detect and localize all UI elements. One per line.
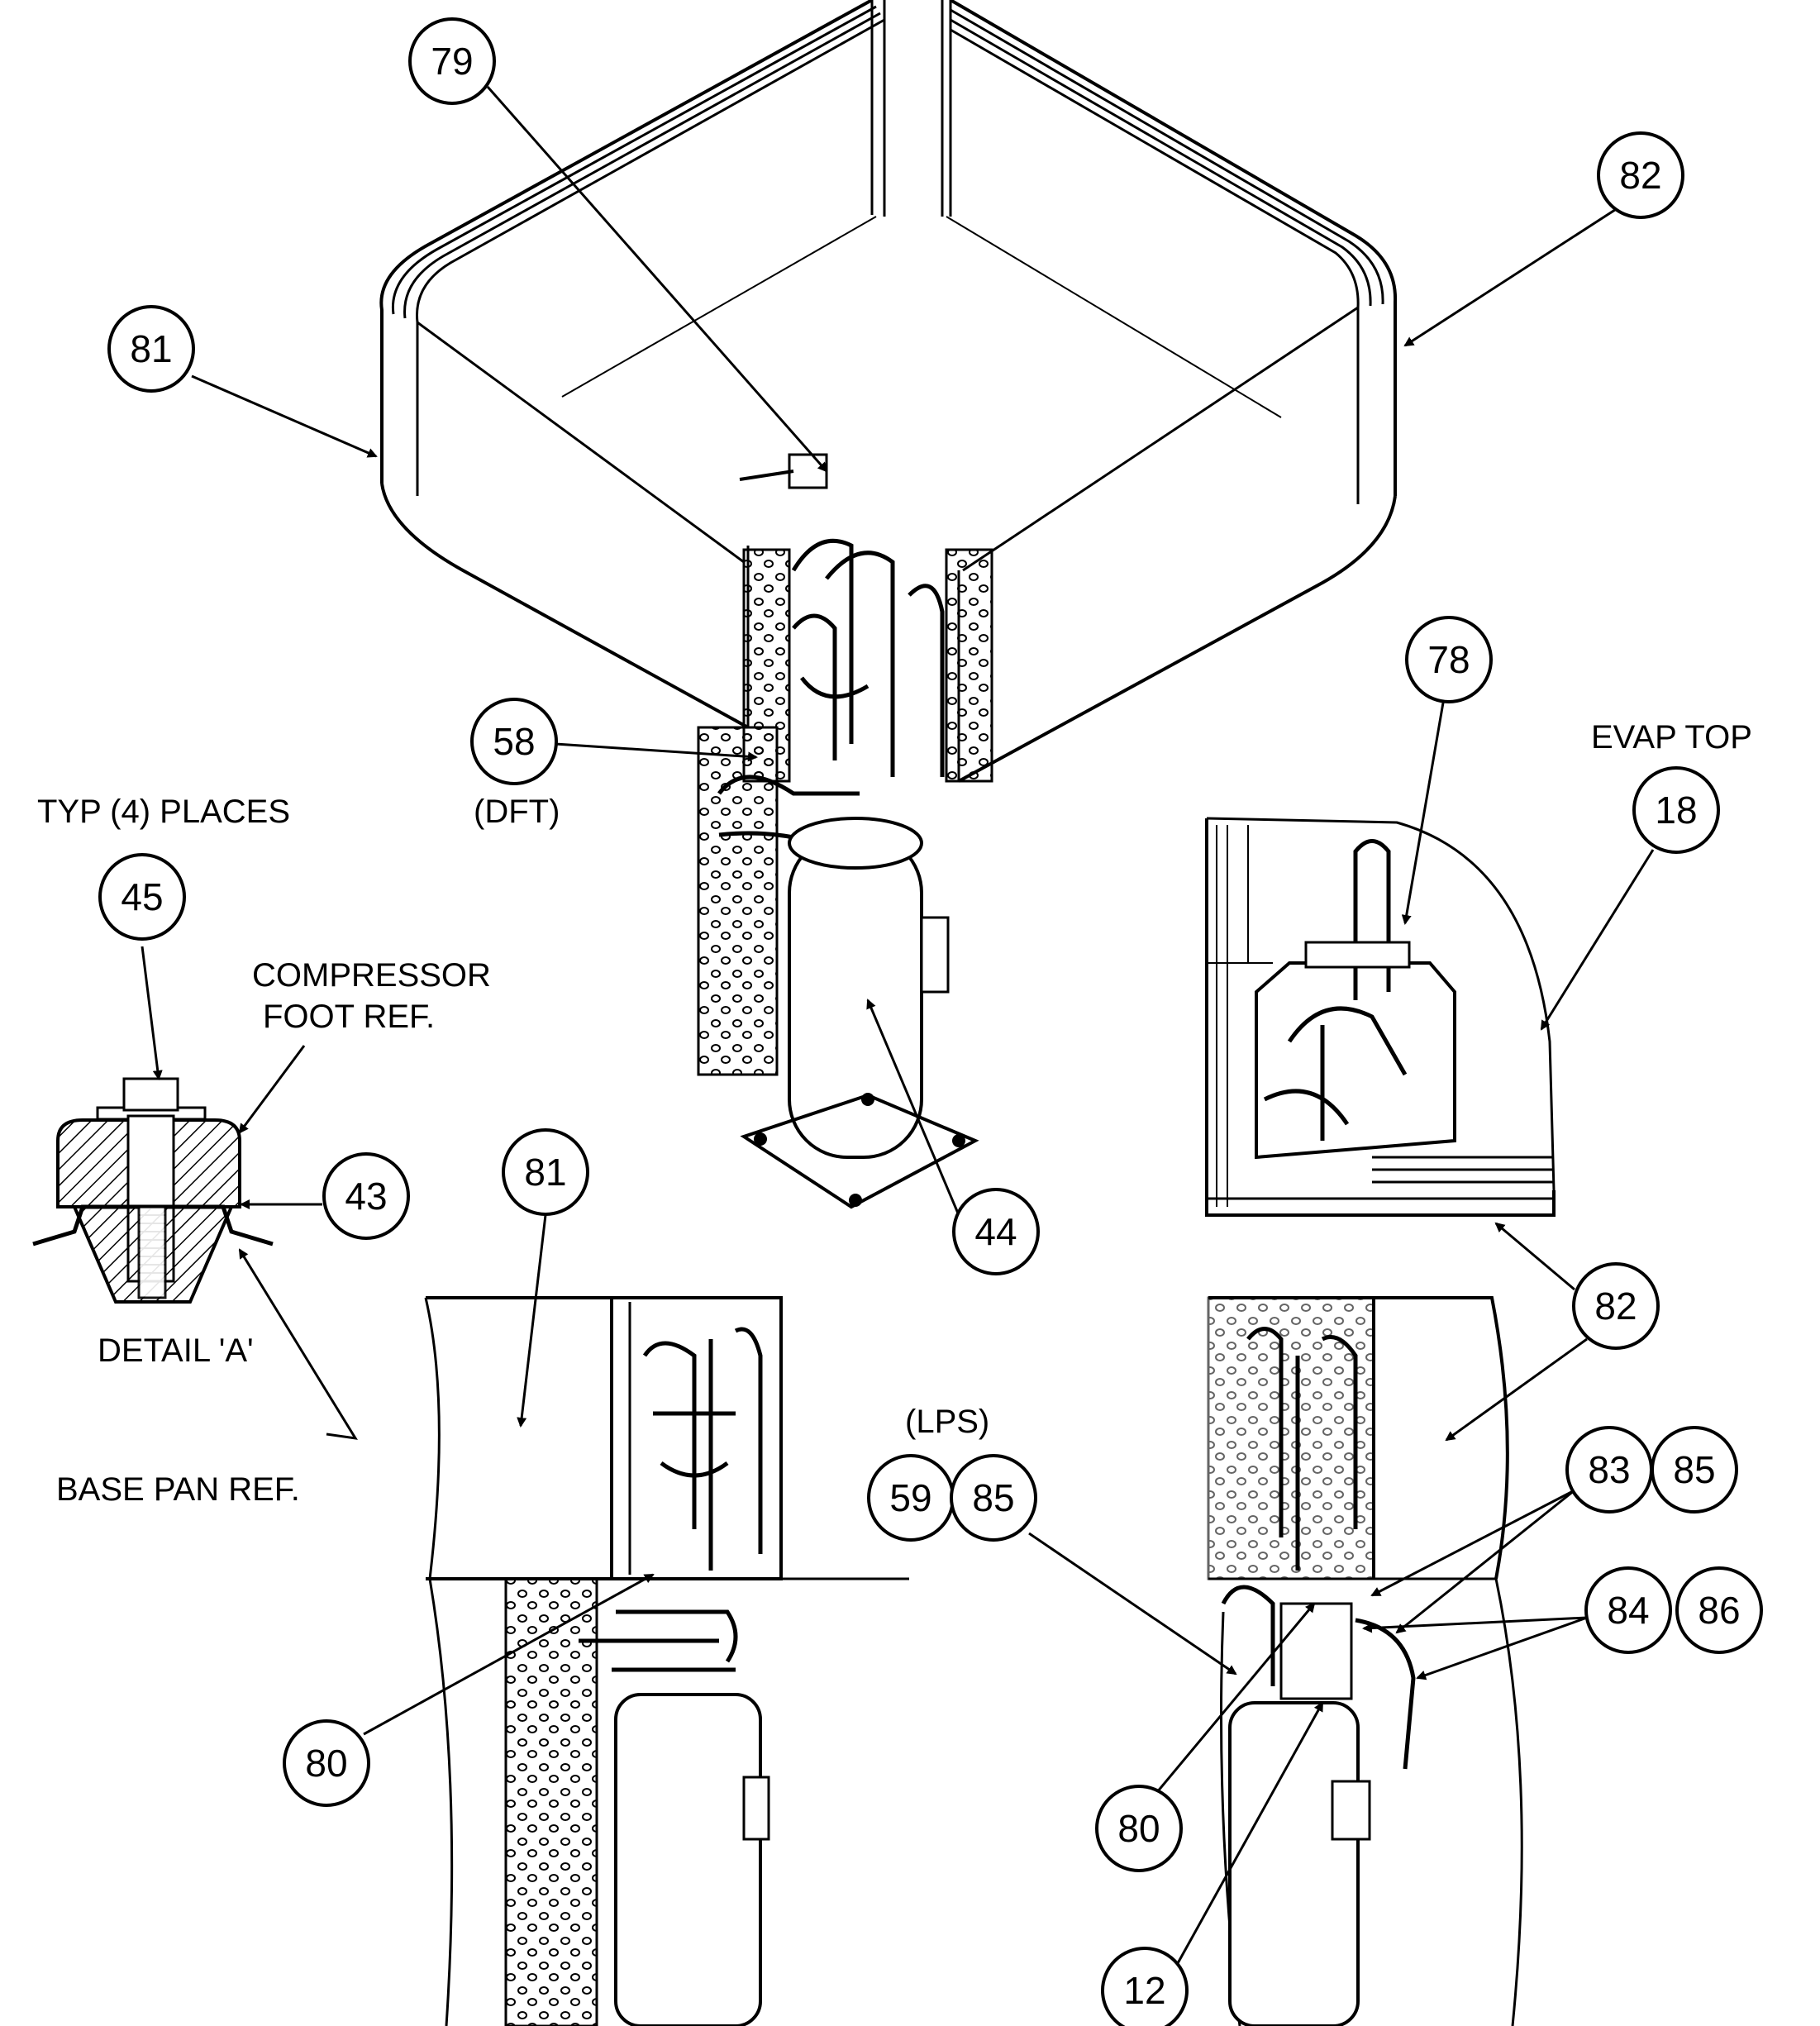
evap-top-label: EVAP TOP [1591,719,1752,756]
typ-places-label: TYP (4) PLACES [37,794,290,830]
base-pan-ref-label: BASE PAN REF. [56,1471,300,1508]
callout-44: 44 [952,1188,1040,1275]
svg-text:12: 12 [1123,1969,1165,2012]
svg-text:45: 45 [121,875,163,918]
svg-text:82: 82 [1619,154,1661,197]
svg-text:43: 43 [345,1175,387,1218]
svg-text:81: 81 [130,327,172,370]
callout-85-right: 85 [1651,1426,1738,1514]
detail-a-label: DETAIL 'A' [98,1332,254,1369]
dft-label: (DFT) [474,794,560,830]
compressor-foot-label-line2: FOOT REF. [263,999,435,1035]
evap-top-detail-view [1205,817,1556,1217]
callout-83: 83 [1565,1426,1653,1514]
callout-79: 79 [408,17,496,105]
callout-82-right: 82 [1572,1262,1660,1350]
callout-80-left: 80 [283,1719,370,1807]
callout-59: 59 [867,1454,955,1542]
callout-82-top: 82 [1597,131,1684,219]
svg-text:82: 82 [1594,1285,1637,1328]
callout-78: 78 [1405,616,1493,703]
callout-58: 58 [470,698,558,785]
svg-text:84: 84 [1607,1589,1649,1632]
compressor-foot-label-line1: COMPRESSOR [252,957,491,994]
callout-85-left: 85 [950,1454,1037,1542]
outdoor-coil-assembly [379,0,1398,1209]
svg-text:44: 44 [974,1210,1017,1253]
bottom-right-view [1207,1296,1523,2026]
leader-lines [141,86,1655,1964]
callout-81-bottom: 81 [502,1128,589,1216]
svg-text:81: 81 [524,1151,566,1194]
svg-text:85: 85 [972,1476,1014,1519]
svg-text:83: 83 [1588,1448,1630,1491]
callout-84: 84 [1584,1566,1672,1654]
callout-86: 86 [1675,1566,1763,1654]
svg-text:78: 78 [1427,638,1470,681]
callout-45: 45 [98,853,186,941]
svg-text:86: 86 [1698,1589,1740,1632]
callout-81-top: 81 [107,305,195,393]
callout-12: 12 [1101,1947,1189,2026]
svg-text:85: 85 [1673,1448,1715,1491]
svg-text:80: 80 [1117,1807,1160,1850]
svg-text:18: 18 [1655,789,1697,832]
bottom-left-view [424,1296,909,2026]
callout-80-right: 80 [1095,1785,1183,1872]
lps-label: (LPS) [905,1404,989,1440]
svg-text:58: 58 [493,720,535,763]
callout-18: 18 [1632,766,1720,854]
svg-text:79: 79 [431,40,473,83]
callout-43: 43 [322,1152,410,1240]
detail-a-compressor-foot [32,1077,274,1304]
svg-text:80: 80 [305,1742,347,1785]
svg-text:59: 59 [889,1476,931,1519]
